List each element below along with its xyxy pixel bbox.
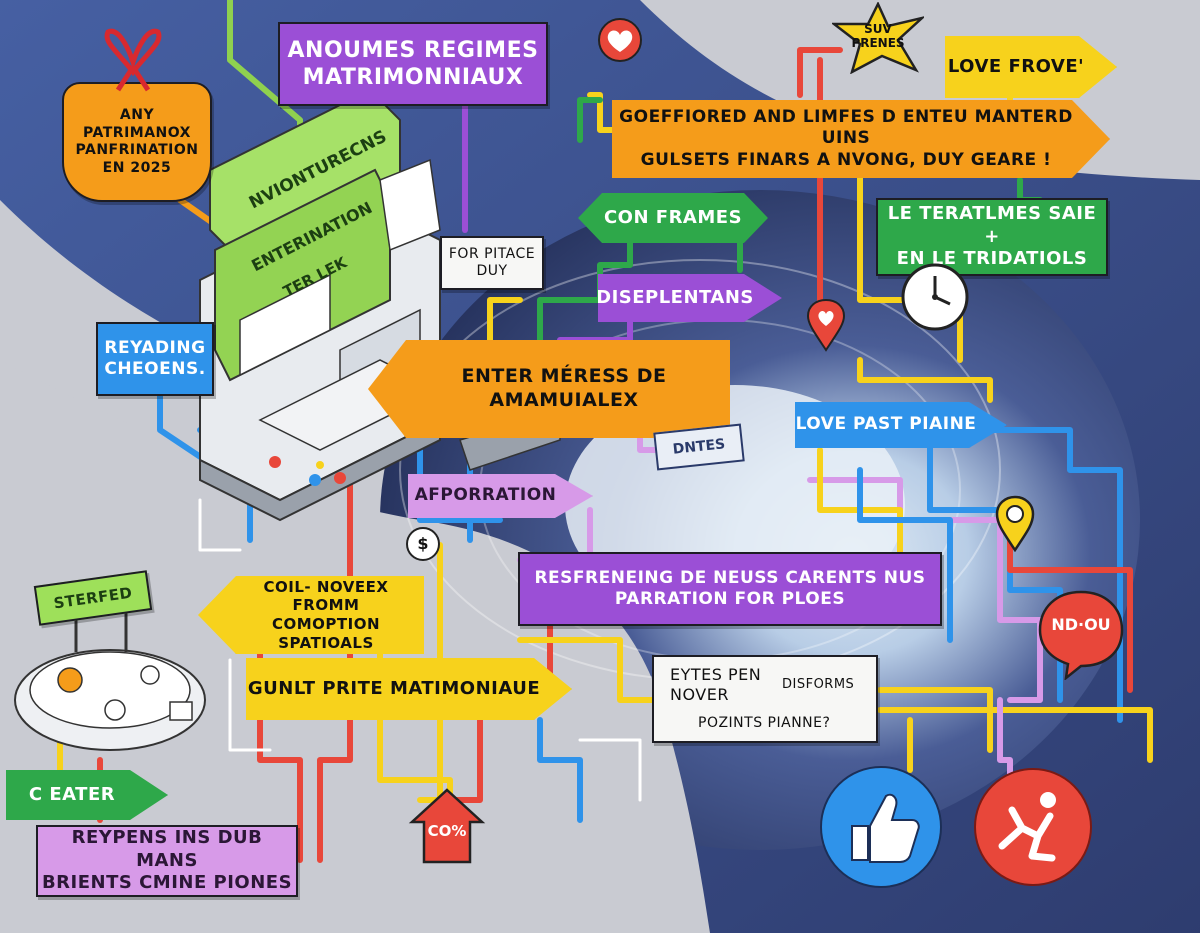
love-frove-arrow: LOVE FROVE' bbox=[945, 36, 1117, 98]
ndou-text: ND·OU bbox=[1051, 615, 1111, 635]
heart-icon bbox=[598, 18, 642, 62]
coil-noveex-arrow: COIL- NOVEEX FROMM COMOPTION SPATIOALS bbox=[198, 576, 424, 654]
gift-bow-icon bbox=[104, 28, 162, 92]
map-pin-icon bbox=[995, 495, 1035, 552]
le-teratlmes-box: LE TERATLMES SAIE + EN LE TRIDATIOLS bbox=[876, 198, 1108, 276]
star-badge-shape bbox=[832, 2, 924, 74]
house-icon bbox=[408, 788, 486, 864]
eytes-pen-text: EYTES PEN NOVER bbox=[670, 665, 762, 704]
person-falling-icon bbox=[974, 768, 1092, 886]
table-scene bbox=[14, 649, 206, 751]
disforms-text: DISFORMS bbox=[782, 677, 855, 692]
patrimanox-tag: ANY PATRIMANOX PANFRINATION EN 2025 bbox=[62, 82, 212, 202]
house-percent-text: CO% bbox=[427, 822, 467, 840]
c-eater-arrow: C EATER bbox=[6, 770, 168, 820]
speech-bubble-shape bbox=[1038, 590, 1124, 680]
resfrenensing-box: RESFRENEING DE NEUSS CARENTS NUS PARRATI… bbox=[518, 552, 942, 626]
eytes-pen-box: EYTES PEN NOVER DISFORMS POZINTS PIANNE? bbox=[652, 655, 878, 743]
enter-meres-arrow: ENTER MÉRESS DE AMAMUIALEX bbox=[368, 340, 730, 438]
star-badge-text: SUV PRENES bbox=[851, 21, 905, 50]
thumbs-up-icon bbox=[820, 766, 942, 888]
pozints-text: POZINTS PIANNE? bbox=[698, 715, 831, 731]
dollar-coin: $ bbox=[406, 527, 440, 561]
afporration-arrow: AFPORRATION bbox=[408, 474, 593, 518]
for-pitace-sign: FOR PITACE DUY bbox=[440, 236, 544, 290]
gunlt-arrow: GUNLT PRITE MATIMONIAUE bbox=[246, 658, 572, 720]
diseplentans-arrow: DISEPLENTANS bbox=[598, 274, 782, 322]
reyading-box: REYADING CHEOENS. bbox=[96, 322, 214, 396]
title-box-regimes: ANOUMES REGIMES MATRIMONNIAUX bbox=[278, 22, 548, 106]
clock-icon bbox=[901, 263, 969, 331]
con-frames-arrow: CON FRAMES bbox=[578, 193, 768, 243]
reypens-box: REYPENS INS DUB MANS BRIENTS CMINE PIONE… bbox=[36, 825, 298, 897]
map-pin-heart-icon bbox=[806, 298, 846, 352]
orange-banner-arrow: GOEFFIORED AND LIMFES D ENTEU MANTERD UI… bbox=[612, 100, 1110, 178]
love-past-arrow: LOVE PAST PIAINE bbox=[795, 402, 1007, 448]
